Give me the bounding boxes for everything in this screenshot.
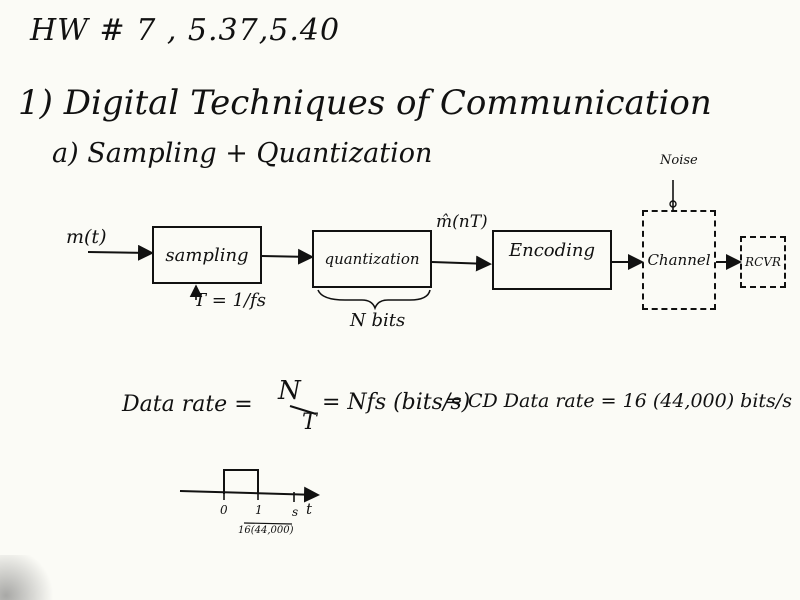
encoding-label: Encoding	[508, 240, 596, 261]
cd-data-rate-line: ⇒ CD Data rate = 16 (44,000) bits/s	[446, 390, 792, 412]
receiver-block: RCVR	[740, 236, 786, 288]
noise-label: Noise	[660, 153, 698, 168]
channel-label: Channel	[647, 251, 711, 269]
tick-one-label: 1	[255, 503, 263, 517]
data-rate-rhs: = Nfs (bits/s)	[322, 390, 471, 415]
quantization-block: quantization	[312, 230, 432, 288]
sample-period-label: T = 1/fs	[194, 290, 266, 311]
time-axis	[179, 486, 320, 503]
sampling-block: sampling	[152, 226, 262, 284]
sampling-label: sampling	[165, 244, 249, 266]
axis-var-label: t	[306, 500, 313, 518]
arrow-input-to-sampling	[87, 244, 154, 261]
bits-label: N bits	[350, 310, 406, 331]
tick-zero-label: 0	[220, 503, 228, 517]
arrow-sampling-to-quantization	[261, 248, 314, 265]
data-rate-denominator: T	[302, 410, 317, 435]
pulse-shape	[223, 469, 259, 494]
fraction-bar	[289, 405, 317, 415]
section-title: 1) Digital Techniques of Communication	[18, 83, 712, 123]
encoding-block: Encoding	[492, 230, 612, 290]
quantization-label: quantization	[324, 250, 420, 268]
input-signal-label: m(t)	[66, 226, 107, 248]
channel-block: Channel	[642, 210, 716, 310]
homework-header: HW # 7 , 5.37,5.40	[30, 13, 341, 48]
quantized-output-label: m̂(nT)	[436, 212, 488, 232]
data-rate-numerator: N	[278, 376, 301, 406]
tick-one-denominator: 16(44,000)	[238, 525, 294, 536]
subsection-title: a) Sampling + Quantization	[52, 138, 433, 169]
bits-brace	[317, 289, 431, 311]
data-rate-prefix: Data rate =	[122, 392, 253, 417]
arrow-quantization-to-encoding	[431, 255, 492, 272]
tick-unit-label: s	[292, 505, 299, 519]
receiver-label: RCVR	[745, 255, 781, 269]
